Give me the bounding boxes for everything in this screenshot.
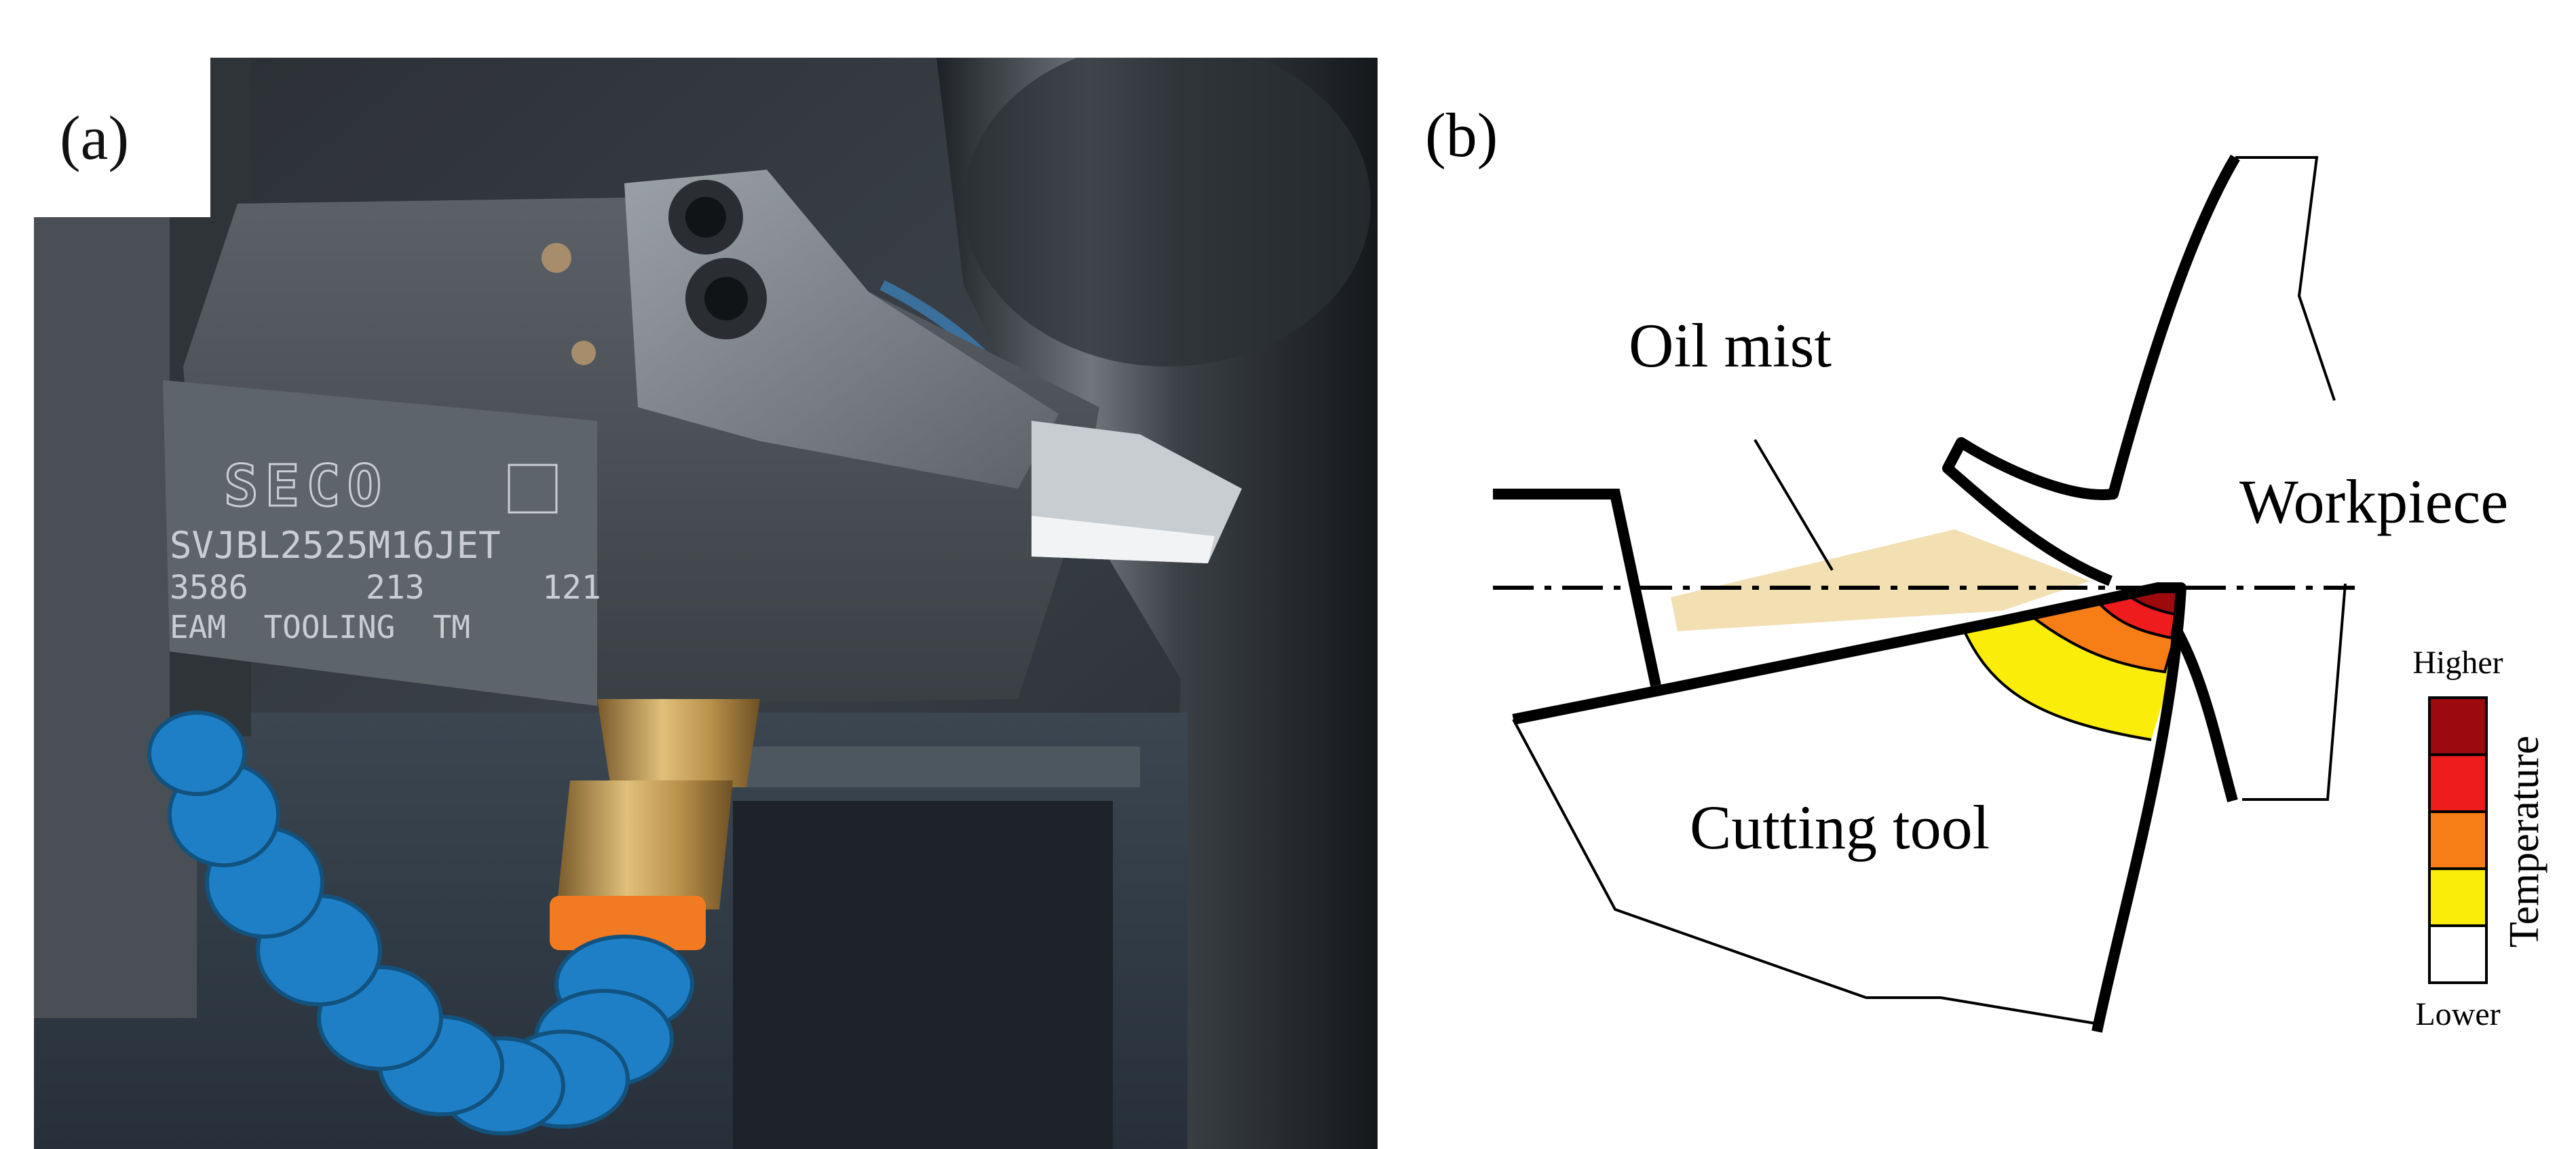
insert-clamp: [624, 170, 1059, 489]
scale-step-red: [2428, 753, 2488, 813]
holder-code: SVJBL2525M16JET: [170, 524, 501, 567]
holder-side-face: [163, 380, 597, 706]
chuck-shadow: [964, 41, 1371, 366]
scale-step-orange: [2428, 810, 2488, 870]
oil-mist-leader: [1754, 438, 1834, 571]
screw-socket-bottom: [704, 277, 748, 320]
workpiece-label: Workpiece: [2239, 467, 2508, 536]
orange-coupling: [550, 896, 706, 950]
holder-maker: EAM TOOLING TM: [170, 609, 470, 645]
scale-step-white: [2428, 924, 2488, 984]
oil-mist-label: Oil mist: [1629, 311, 1832, 380]
workpiece-chip-curve: [1942, 154, 2240, 586]
metal-chips: [542, 243, 571, 273]
scale-lower-label: Lower: [2415, 996, 2500, 1032]
scale-title: Temperature: [2501, 736, 2547, 947]
photo-panel-a: SECO SVJBL2525M16JET 3586 213 121 EAM TO…: [0, 0, 1378, 1149]
panel-a-label: (a): [60, 103, 130, 172]
scale-higher-label: Higher: [2412, 645, 2503, 681]
holder-engraving: SECO SVJBL2525M16JET 3586 213 121 EAM TO…: [170, 452, 601, 646]
cutting-tool-label: Cutting tool: [1690, 793, 1990, 862]
machining-photo: SECO SVJBL2525M16JET 3586 213 121 EAM TO…: [0, 0, 1378, 1149]
metal-chips-2: [571, 341, 596, 365]
zone-yellow-border: [1960, 624, 2152, 741]
oil-mist-region: [1671, 529, 2090, 631]
machine-slot: [733, 801, 1113, 1149]
tool-holder-stub: [1493, 489, 1661, 687]
workpiece-outline-bottom: [2242, 583, 2347, 801]
top-margin: [0, 0, 1378, 58]
temperature-scale: Higher Lower Temperature: [2412, 645, 2547, 1032]
panel-b-label: (b): [1425, 100, 1498, 170]
cutting-tool-outline: [1512, 719, 2104, 1026]
cutting-tool-edge: [1512, 582, 2186, 1033]
cutting-schematic: (b) Oil mist Workpiece Cutting tool High…: [1425, 100, 2547, 1033]
holder-serial: 3586 213 121: [170, 569, 601, 607]
brass-fitting-hex: [556, 780, 733, 909]
left-margin: [0, 0, 34, 1149]
seco-logo-mark: [508, 464, 558, 514]
coolant-hose: [147, 711, 694, 1135]
brass-nozzle-tip: [597, 699, 760, 787]
machine-rail: [706, 747, 1140, 787]
schematic-panel-b: (b) Oil mist Workpiece Cutting tool High…: [1378, 0, 2576, 1149]
scale-step-yellow: [2428, 867, 2488, 927]
insert-edge-highlight: [1031, 516, 1215, 563]
seco-logo: SECO: [224, 453, 388, 519]
scale-step-darkred: [2428, 696, 2488, 756]
screw-socket-top: [685, 197, 726, 238]
workpiece-outline-top: [2235, 156, 2336, 401]
